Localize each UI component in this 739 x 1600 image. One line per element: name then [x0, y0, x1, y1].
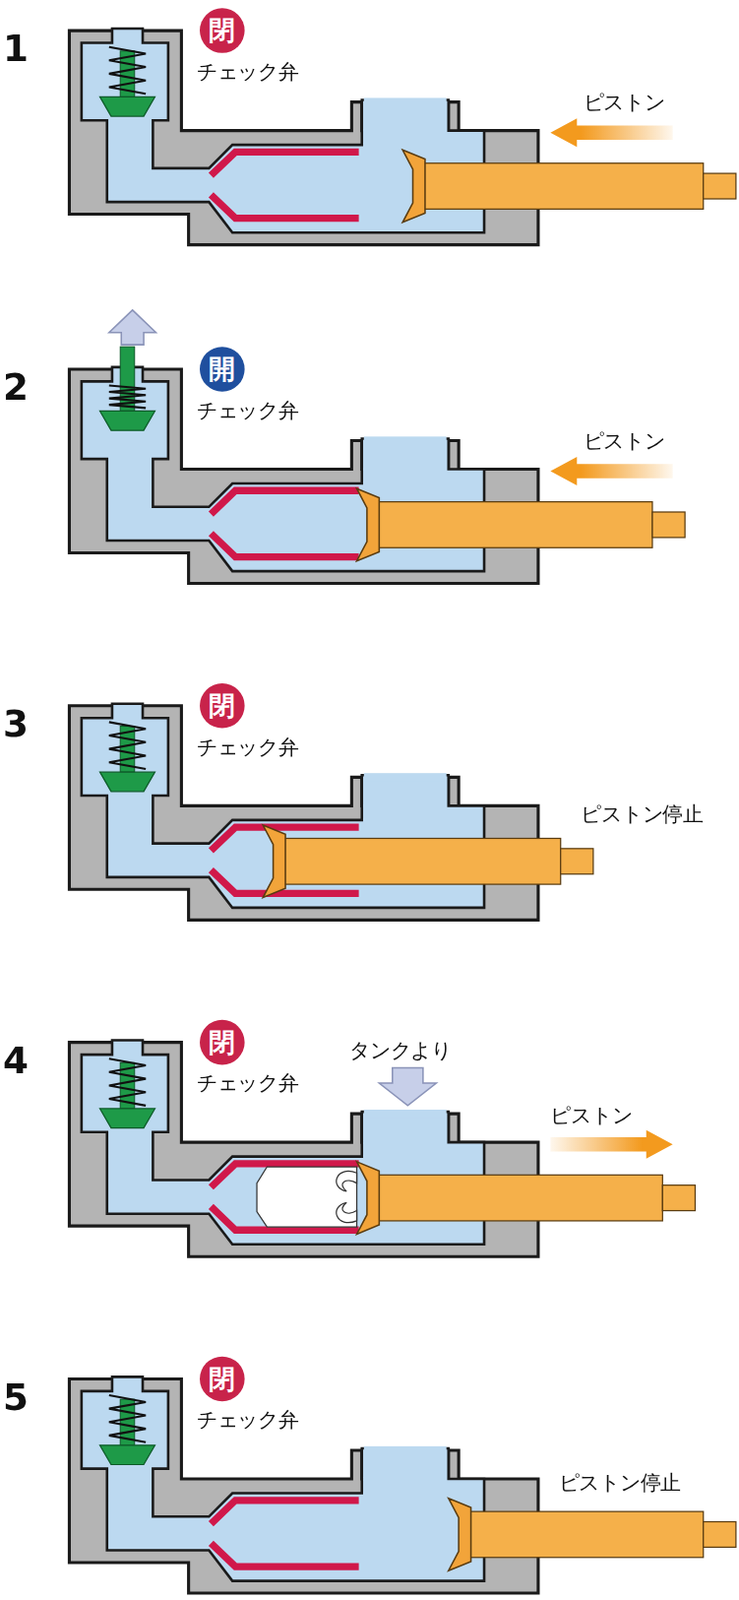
step-number: 5 — [2, 1373, 29, 1418]
valve-spring — [109, 721, 146, 769]
vacuum-region — [256, 1166, 358, 1227]
check-valve-poppet — [100, 410, 156, 431]
tank-port — [364, 772, 447, 781]
motion-arrow — [550, 118, 673, 147]
step-number: 1 — [2, 26, 29, 71]
piston-cup — [357, 488, 380, 561]
panel-figure — [68, 28, 736, 246]
cylinder-sleeve — [210, 1499, 359, 1524]
piston-rod-end — [703, 1521, 737, 1547]
fluid-bubble — [336, 1201, 358, 1222]
piston-cup — [402, 149, 426, 223]
piston-cup — [448, 1497, 472, 1571]
part-label: チェック弁 — [196, 59, 300, 84]
piston-rod — [421, 163, 704, 210]
state-text: 開 — [208, 356, 236, 383]
tank-port — [364, 1445, 447, 1454]
state-badge: 閉 — [199, 7, 246, 54]
piston-rod-end — [652, 511, 685, 538]
state-text: 閉 — [208, 17, 236, 45]
valve-spring — [109, 47, 146, 95]
piston-rod-end — [662, 1184, 695, 1211]
cylinder-sleeve — [210, 1541, 359, 1566]
piston-rod-end — [703, 173, 737, 199]
panel-figure — [68, 1040, 695, 1257]
flow-label: タンクより — [349, 1038, 452, 1063]
tank-port — [364, 97, 447, 106]
piston-rod — [281, 837, 561, 884]
valve-spring — [109, 1057, 146, 1106]
motion-label: ピストン — [550, 1103, 632, 1128]
motion-label: ピストン — [583, 89, 666, 115]
state-text: 閉 — [208, 691, 236, 719]
check-valve-poppet — [100, 771, 156, 792]
state-text: 閉 — [208, 1364, 236, 1392]
check-valve-poppet — [100, 96, 156, 117]
piston-rod — [374, 501, 653, 549]
brake-fluid — [81, 1375, 485, 1580]
part-label: チェック弁 — [196, 397, 300, 423]
part-label: チェック弁 — [196, 1406, 300, 1431]
panel-figure — [68, 1375, 736, 1593]
cylinder-sleeve — [210, 151, 359, 176]
state-badge: 閉 — [199, 682, 246, 729]
panel-figure — [68, 309, 685, 584]
step-number: 3 — [2, 701, 29, 746]
motion-label: ピストン停止 — [558, 1470, 681, 1495]
tank-port — [364, 435, 447, 444]
check-valve-poppet — [100, 1444, 156, 1465]
motion-arrow — [550, 1129, 673, 1159]
part-label: チェック弁 — [196, 734, 300, 759]
motion-label: ピストン停止 — [580, 800, 703, 826]
fluid-bubble — [336, 1170, 358, 1190]
state-text: 閉 — [208, 1028, 236, 1055]
state-badge: 開 — [199, 346, 246, 392]
piston-cup — [262, 824, 286, 898]
step-number: 2 — [2, 365, 29, 410]
part-label: チェック弁 — [196, 1070, 300, 1096]
piston-rod — [466, 1510, 703, 1557]
panel-figure — [68, 703, 593, 921]
motion-label: ピストン — [583, 428, 666, 453]
brake-fluid — [81, 28, 485, 233]
cylinder-sleeve — [210, 533, 359, 557]
motion-arrow — [550, 456, 673, 486]
check-valve-poppet — [100, 1108, 156, 1128]
cylinder-sleeve — [210, 194, 359, 219]
valve-spring — [109, 1394, 146, 1442]
cylinder-sleeve — [210, 490, 359, 514]
step-number: 4 — [2, 1038, 29, 1083]
state-badge: 閉 — [199, 1019, 246, 1065]
valve-lift-arrow — [109, 309, 157, 345]
valve-spring — [109, 385, 146, 409]
inflow-arrow — [378, 1067, 436, 1106]
piston-rod — [374, 1173, 663, 1221]
state-badge: 閉 — [199, 1355, 246, 1402]
tank-port — [364, 1108, 447, 1117]
piston-rod-end — [560, 848, 594, 874]
piston-cup — [357, 1161, 380, 1234]
